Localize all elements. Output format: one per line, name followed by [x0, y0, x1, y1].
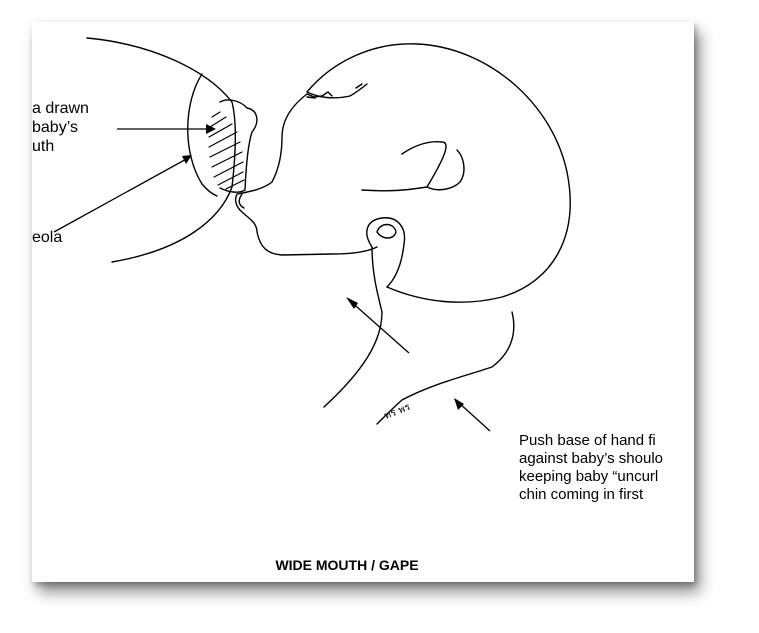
baby-eye: [306, 83, 368, 99]
arrowhead-areola: [182, 155, 192, 164]
label-areola: eola: [32, 229, 63, 246]
arrowhead-hand-up: [346, 297, 358, 309]
instruction-line2: against baby’s shoulo: [519, 450, 663, 467]
thumbnail: [376, 223, 397, 239]
arrow-shoulder: [457, 401, 491, 432]
nipple-hatching: [208, 111, 245, 190]
baby-face-profile: [234, 93, 378, 256]
hand-line-left: [323, 246, 383, 408]
instruction-line4: chin coming in first: [519, 486, 644, 503]
arrowhead-drawn: [206, 124, 216, 134]
instruction-line1: Push base of hand fi: [519, 432, 656, 449]
breastfeeding-illustration: [53, 37, 571, 432]
instruction-line3: keeping baby “uncurl: [519, 468, 659, 485]
areola-outline: [187, 73, 218, 197]
baby-ear: [361, 140, 447, 192]
nipple-outline: [219, 99, 258, 193]
breast-outline: [86, 37, 237, 263]
diagram-frame: a drawn baby’s uth eola ทร พร Push base …: [32, 22, 694, 582]
thumb-outline: [366, 217, 406, 288]
label-drawn-line1: a drawn: [32, 100, 89, 117]
label-drawn-line3: uth: [32, 138, 55, 155]
label-drawn-line2: baby’s: [32, 119, 78, 136]
arrowhead-shoulder: [454, 398, 464, 410]
hand-line-right: [376, 311, 515, 425]
baby-head-outline: [306, 43, 571, 303]
arrow-areola: [53, 156, 191, 233]
arrow-hand-up: [347, 298, 410, 354]
diagram-caption: WIDE MOUTH / GAPE: [275, 557, 419, 573]
